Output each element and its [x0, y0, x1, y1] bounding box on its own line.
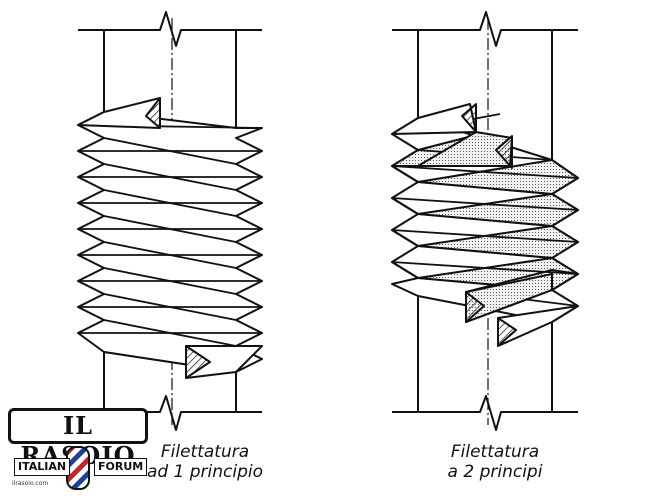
- caption-double-start: Filettatura a 2 principi: [415, 442, 575, 482]
- logo-left-word: ITALIAN: [14, 458, 71, 476]
- caption-line-2: a 2 principi: [447, 462, 543, 482]
- hatched-section-bottom-2: [497, 317, 517, 347]
- hatched-section-top-2: [495, 135, 513, 169]
- logo-site: ilrasoio.com: [12, 480, 49, 487]
- logo-title: IL RASOIO: [8, 408, 148, 470]
- caption-single-start: Filettatura ad 1 principio: [140, 442, 270, 482]
- top-break-line: [392, 11, 578, 47]
- double-start-thread: [391, 11, 579, 431]
- caption-line-2: ad 1 principio: [146, 462, 264, 482]
- caption-line-1: Filettatura: [450, 442, 540, 462]
- logo-right-word: FORUM: [94, 458, 148, 476]
- hatched-section-top-1: [461, 103, 477, 133]
- hatched-section-bottom: [185, 345, 211, 379]
- crest-lines: [391, 113, 579, 323]
- hatched-section-top: [145, 97, 161, 129]
- watermark-logo: IL RASOIO ITALIAN FORUM ilrasoio.com: [8, 406, 148, 494]
- caption-line-1: Filettatura: [160, 442, 250, 462]
- crest-lines: [77, 124, 263, 373]
- single-start-thread: [77, 11, 263, 431]
- hatched-section-bottom-1: [465, 291, 485, 323]
- top-break-line: [78, 11, 262, 47]
- thread-start-top-1: [391, 103, 477, 135]
- bottom-break-line: [392, 395, 578, 431]
